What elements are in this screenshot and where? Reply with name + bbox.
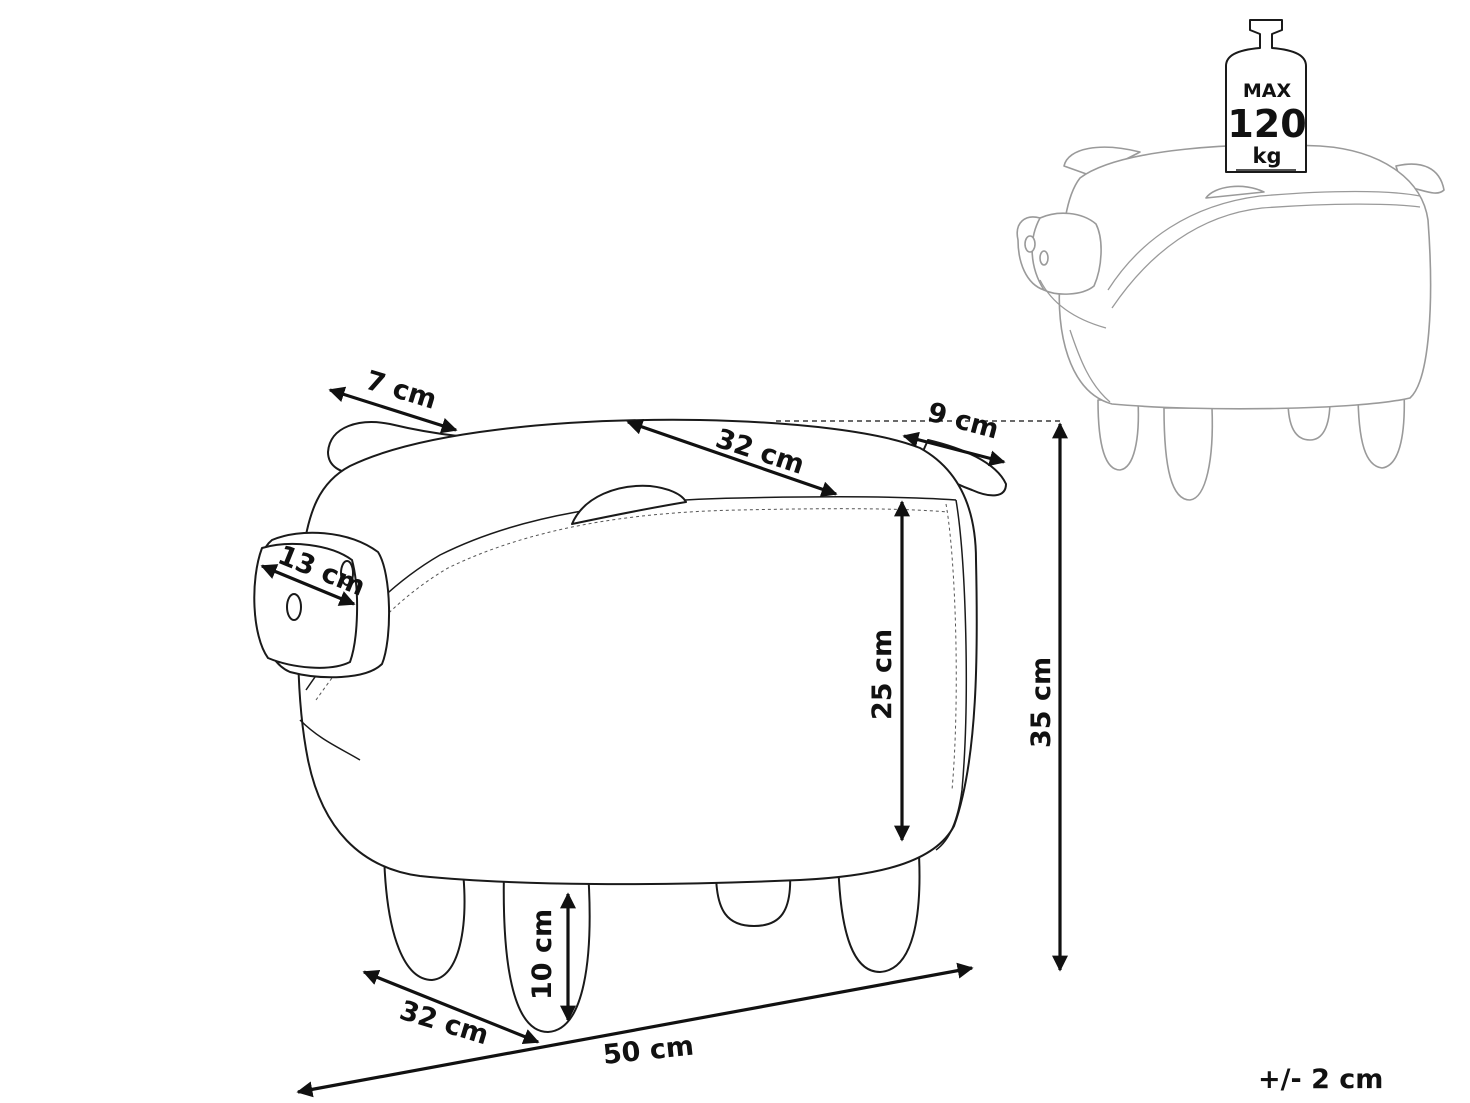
leg-back-left xyxy=(715,871,792,927)
dim-body-height-label: 25 cm xyxy=(867,629,898,720)
max-weight-badge: MAX 120 kg xyxy=(1225,19,1307,173)
nostril xyxy=(286,593,302,621)
tolerance-note: +/- 2 cm xyxy=(1258,1064,1383,1095)
weight-unit: kg xyxy=(1253,144,1282,168)
dim-total-height-label: 35 cm xyxy=(1026,657,1057,748)
weight-value: 120 xyxy=(1227,102,1306,146)
dimension-lines xyxy=(260,386,1068,1098)
dim-ear-label: 7 cm xyxy=(362,365,440,416)
reference-pig-illustration xyxy=(1016,144,1445,501)
dim-tail-label: 9 cm xyxy=(924,397,1002,446)
dim-leg-height-label: 10 cm xyxy=(527,909,558,1000)
weight-max-label: MAX xyxy=(1243,80,1292,102)
pig-stool-illustration xyxy=(253,418,1007,1033)
dim-length-label: 50 cm xyxy=(601,1031,695,1071)
